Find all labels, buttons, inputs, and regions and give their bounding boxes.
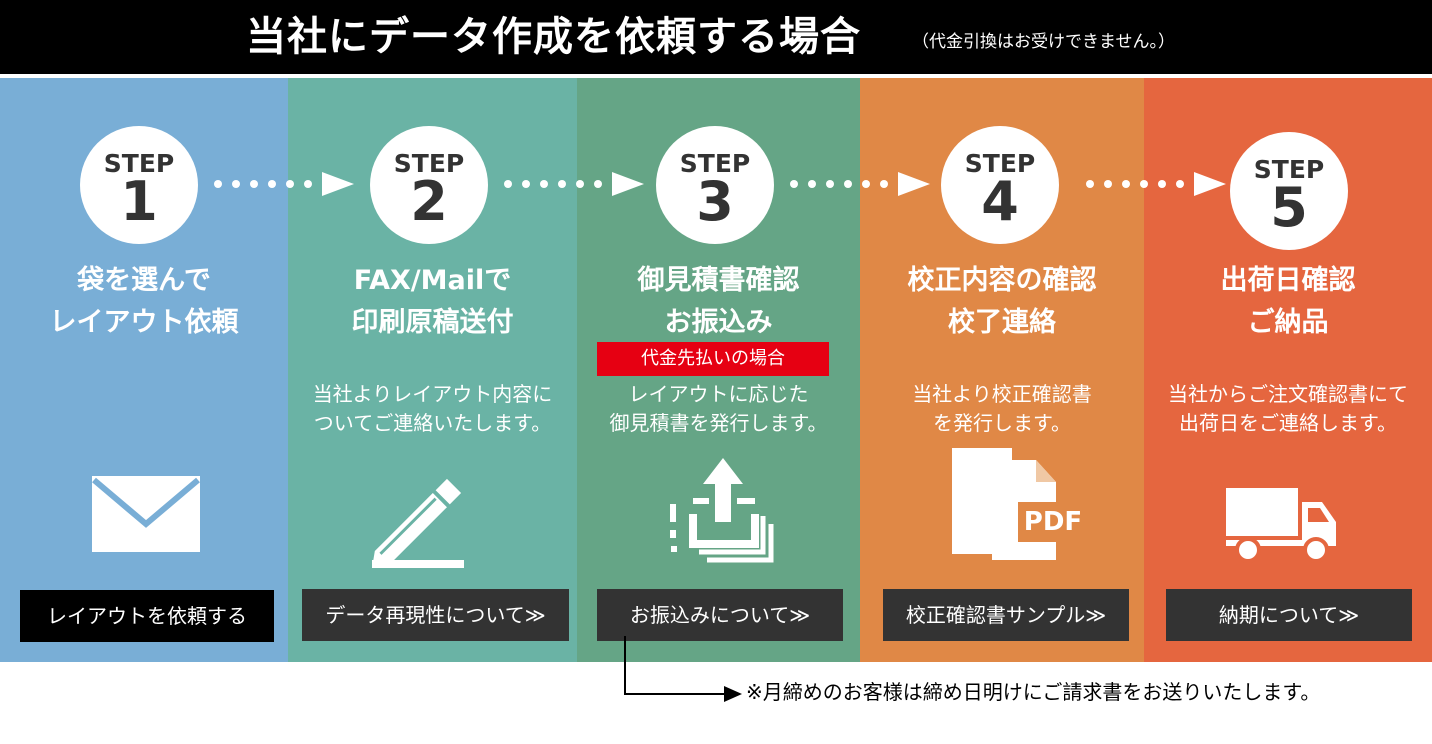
step-heading: 袋を選んで レイアウト依頼 [0,260,288,344]
step-description-line1: レイアウトに応じた [628,382,809,406]
step-heading-line1: 御見積書確認 [637,265,800,296]
pdf-label: PDF [1023,507,1083,537]
step-description-line1: 当社からご注文確認書にて [1168,382,1408,406]
step-heading-line1: 袋を選んで [77,265,211,296]
step-5-badge: STEP 5 [1230,132,1348,250]
header-bar: 当社にデータ作成を依頼する場合 （代金引換はお受けできません。） [0,0,1432,74]
dotted-arrow-4-5 [1086,172,1226,196]
truck-icon [1226,488,1336,563]
prepayment-tag: 代金先払いの場合 [597,342,829,376]
step-heading: 出荷日確認 ご納品 [1144,260,1432,344]
note-pointer-arrow [624,636,742,702]
step-heading-line2: 校了連絡 [948,307,1056,338]
step-4-badge: STEP 4 [941,126,1059,244]
step-description-line1: 当社よりレイアウト内容に [312,382,553,406]
delivery-time-button[interactable]: 納期について≫ [1166,589,1412,641]
envelope-icon [92,476,200,552]
request-layout-button[interactable]: レイアウトを依頼する [20,590,274,642]
step-heading-line2: 印刷原稿送付 [351,307,514,338]
step-description-line2: 出荷日をご連絡します。 [1179,411,1397,435]
step-3-badge: STEP 3 [656,126,774,244]
step-heading-line2: ご納品 [1247,307,1329,338]
step-number: 1 [120,170,158,233]
step-heading-line2: お振込み [664,307,773,338]
pdf-document-icon: PDF [952,448,1092,563]
dotted-arrow-2-3 [504,172,644,196]
step-heading: FAX/Mailで 印刷原稿送付 [288,260,577,344]
page-title: 当社にデータ作成を依頼する場合 [246,14,861,60]
pencil-icon [372,478,464,568]
dotted-arrow-1-2 [214,172,354,196]
step-label: STEP [393,149,465,178]
step-4-panel: STEP 4 校正内容の確認 校了連絡 当社より校正確認書 を発行します。 PD… [860,78,1144,662]
step-number: 3 [696,170,734,233]
step-label: STEP [964,149,1036,178]
step-heading: 校正内容の確認 校了連絡 [860,260,1144,344]
step-heading-line1: 校正内容の確認 [907,265,1097,296]
step-3-panel: STEP 3 御見積書確認 お振込み 代金先払いの場合 レイアウトに応じた 御見… [577,78,860,662]
step-label: STEP [1253,155,1325,184]
header-note: （代金引換はお受けできません。） [912,32,1175,52]
step-2-panel: STEP 2 FAX/Mailで 印刷原稿送付 当社よりレイアウト内容に ついて… [288,78,577,662]
step-2-badge: STEP 2 [370,126,488,244]
data-reproduction-button[interactable]: データ再現性について≫ [302,589,569,641]
step-description: レイアウトに応じた 御見積書を発行します。 [577,380,860,438]
step-number: 5 [1270,176,1308,239]
step-description: 当社より校正確認書 を発行します。 [860,380,1144,438]
step-description: 当社からご注文確認書にて 出荷日をご連絡します。 [1144,380,1432,438]
step-1-badge: STEP 1 [80,126,198,244]
step-description-line2: を発行します。 [933,411,1071,435]
step-heading-line1: FAX/Mailで [353,265,512,296]
step-description-line1: 当社より校正確認書 [912,382,1092,406]
step-heading-line1: 出荷日確認 [1220,265,1356,296]
step-label: STEP [103,149,175,178]
step-description-line2: ついてご連絡いたします。 [313,411,552,435]
step-description-line2: 御見積書を発行します。 [609,411,828,435]
step-5-panel: STEP 5 出荷日確認 ご納品 当社からご注文確認書にて 出荷日をご連絡します… [1144,78,1432,662]
step-number: 4 [981,170,1019,233]
billing-footnote: ※月締めのお客様は締め日明けにご請求書をお送りいたします。 [746,680,1321,704]
step-label: STEP [679,149,751,178]
proof-sample-button[interactable]: 校正確認書サンプル≫ [883,589,1129,641]
step-heading: 御見積書確認 お振込み [577,260,860,344]
bank-transfer-button[interactable]: お振込みについて≫ [597,589,843,641]
step-description: 当社よりレイアウト内容に ついてご連絡いたします。 [288,380,577,438]
step-number: 2 [410,170,448,233]
dotted-arrow-3-4 [790,172,930,196]
step-1-panel: STEP 1 袋を選んで レイアウト依頼 レイアウトを依頼する [0,78,288,662]
step-heading-line2: レイアウト依頼 [49,307,239,338]
upload-icon [670,458,774,563]
